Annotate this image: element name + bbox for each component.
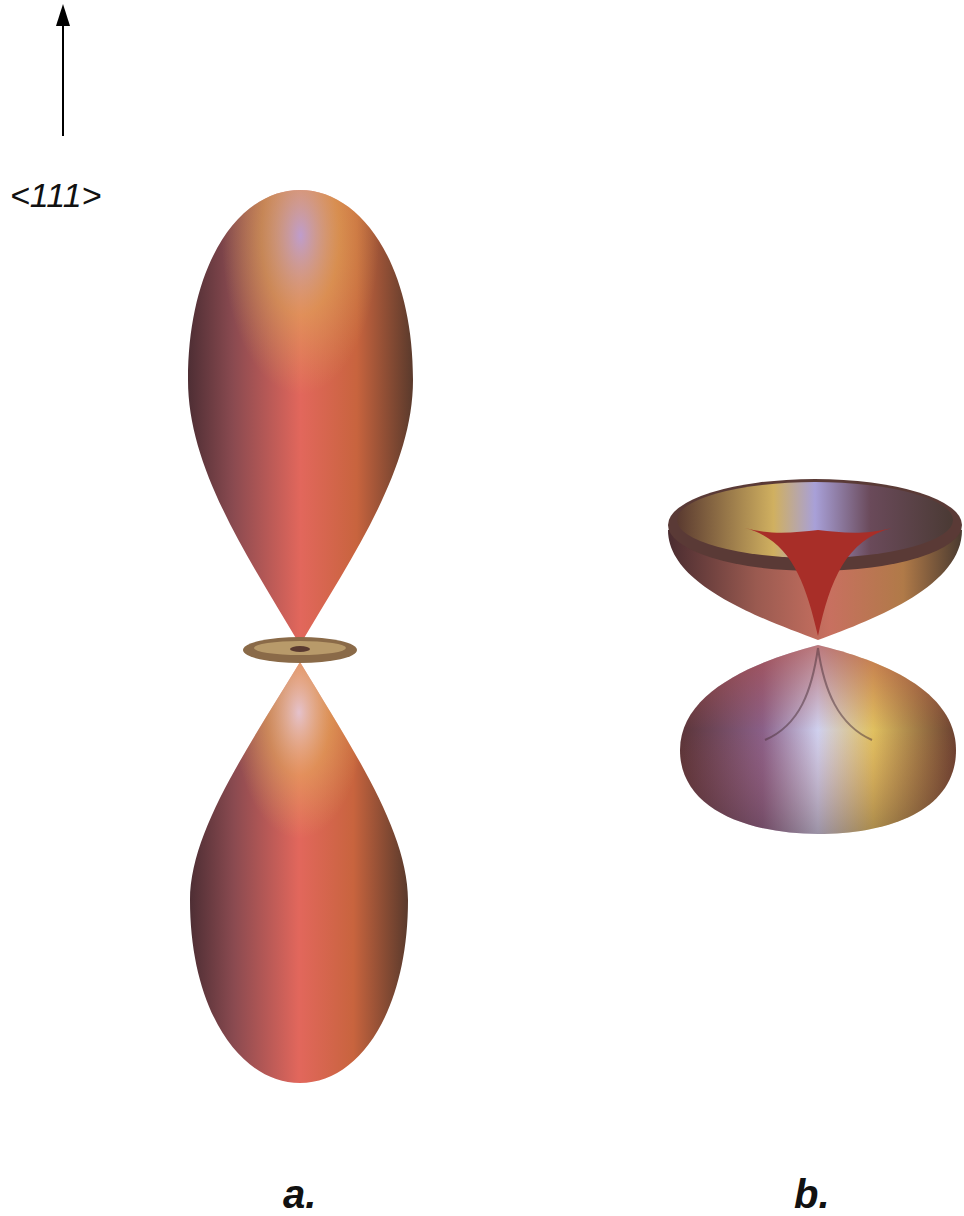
inner-cone	[745, 528, 892, 636]
torus-hole	[290, 646, 310, 652]
panel-label: b.	[794, 1172, 830, 1216]
torus-ring	[243, 637, 357, 663]
lower-lobe	[190, 662, 408, 1083]
upper-lobe	[188, 190, 413, 645]
orbital-b	[668, 479, 962, 834]
axis-label: <111>	[10, 176, 101, 215]
upper-lobe-highlight	[188, 190, 413, 645]
panel-label: a.	[283, 1172, 316, 1216]
lower-lobe-highlight	[190, 662, 408, 1083]
torus-ring-top	[254, 641, 346, 655]
axis-arrow	[56, 4, 70, 136]
lower-lobe	[680, 645, 956, 834]
orbital-a	[188, 190, 413, 1083]
lower-lobe-shade	[680, 645, 956, 834]
arrow-head	[56, 4, 70, 26]
axis-line	[62, 24, 64, 136]
lower-cusp	[765, 648, 872, 740]
